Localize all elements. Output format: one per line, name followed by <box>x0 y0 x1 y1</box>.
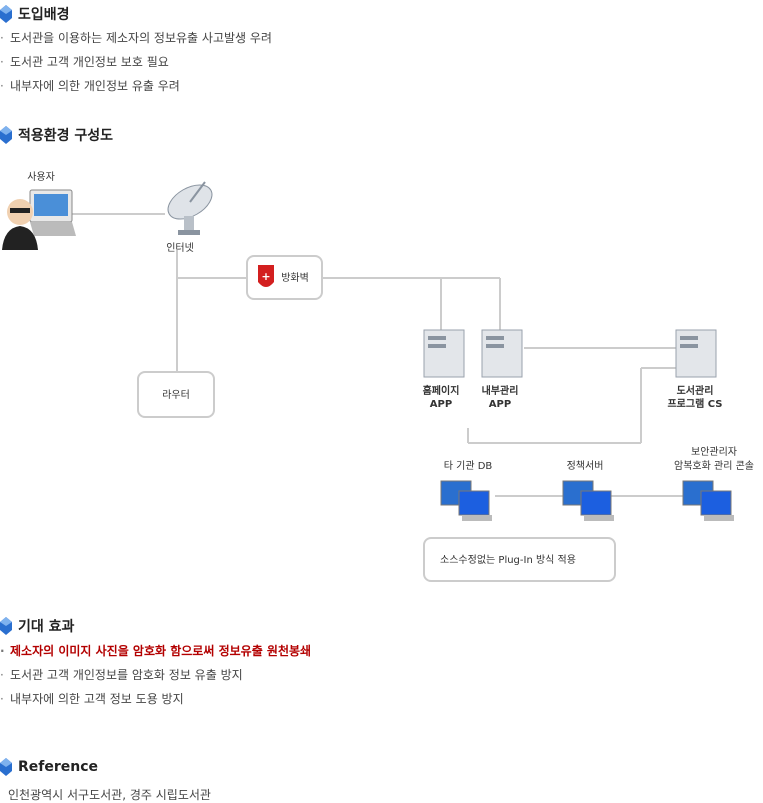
section-title-effects: 기대 효과 <box>0 616 74 636</box>
internal-app-label: APP <box>489 399 511 410</box>
connection-lines <box>72 213 683 497</box>
section-title-text: Reference <box>18 759 99 775</box>
section-title-background: 도입배경 <box>0 4 70 24</box>
firewall-node: + 방화벽 <box>246 255 323 300</box>
section-title-environment: 적용환경 구성도 <box>0 125 113 145</box>
security-console-label: 암복호화 관리 콘솔 <box>674 460 754 472</box>
router-node: 라우터 <box>137 371 215 418</box>
effects-list: ·제소자의 이미지 사진을 암호화 함으로써 정보유출 원천봉쇄 ·도서관 고객… <box>0 639 311 711</box>
user-computer-icon <box>2 189 76 250</box>
section-title-text: 도입배경 <box>18 7 70 23</box>
user-label: 사용자 <box>27 171 55 183</box>
list-item: ·제소자의 이미지 사진을 암호화 함으로써 정보유출 원천봉쇄 <box>0 644 312 658</box>
list-item: ·도서관 고객 개인정보를 암호화 정보 유출 방지 <box>0 668 243 682</box>
blue-gem-icon <box>0 5 12 23</box>
list-item: ·도서관을 이용하는 제소자의 정보유출 사고발생 우려 <box>0 31 272 45</box>
internet-label: 인터넷 <box>166 242 194 254</box>
homepage-app-label: APP <box>430 399 452 410</box>
monitor-pair-icon <box>562 480 614 521</box>
blue-gem-icon <box>0 126 12 144</box>
other-db-label: 타 기관 DB <box>444 460 493 472</box>
satellite-dish-icon <box>167 181 213 235</box>
background-list: ·도서관을 이용하는 제소자의 정보유출 사고발생 우려 ·도서관 고객 개인정… <box>0 26 272 98</box>
monitor-pair-icon <box>682 480 734 521</box>
library-cs-label: 프로그램 CS <box>667 398 722 410</box>
list-item: ·내부자에 의한 고객 정보 도용 방지 <box>0 692 184 706</box>
server-icon <box>675 329 717 378</box>
reference-text: 인천광역시 서구도서관, 경주 시립도서관 <box>8 788 211 802</box>
plugin-note: 소스수정없는 Plug-In 방식 적용 <box>423 537 616 582</box>
plugin-note-text: 소스수정없는 Plug-In 방식 적용 <box>440 553 576 566</box>
library-cs-label: 도서관리 <box>677 384 714 397</box>
blue-gem-icon <box>0 758 12 776</box>
section-title-text: 기대 효과 <box>18 619 75 635</box>
list-item: ·내부자에 의한 개인정보 유출 우려 <box>0 79 180 93</box>
svg-text:+: + <box>261 270 270 283</box>
internal-app-label: 내부관리 <box>482 384 519 397</box>
network-diagram: 사용자 인터넷 + 방화벽 라우터 홈페이지 APP 내부관리 <box>2 171 754 582</box>
router-label: 라우터 <box>162 389 190 401</box>
blue-gem-icon <box>0 617 12 635</box>
policy-server-label: 정책서버 <box>567 460 604 472</box>
server-icon <box>481 329 523 378</box>
security-console-label: 보안관리자 <box>691 446 737 458</box>
list-item: ·도서관 고객 개인정보 보호 필요 <box>0 55 169 69</box>
section-title-text: 적용환경 구성도 <box>18 128 114 144</box>
monitor-pair-icon <box>440 480 492 521</box>
shield-icon <box>258 265 274 287</box>
homepage-app-label: 홈페이지 <box>423 384 460 397</box>
section-title-reference: Reference <box>0 757 98 777</box>
server-icon <box>423 329 465 378</box>
firewall-label: 방화벽 <box>281 272 309 284</box>
